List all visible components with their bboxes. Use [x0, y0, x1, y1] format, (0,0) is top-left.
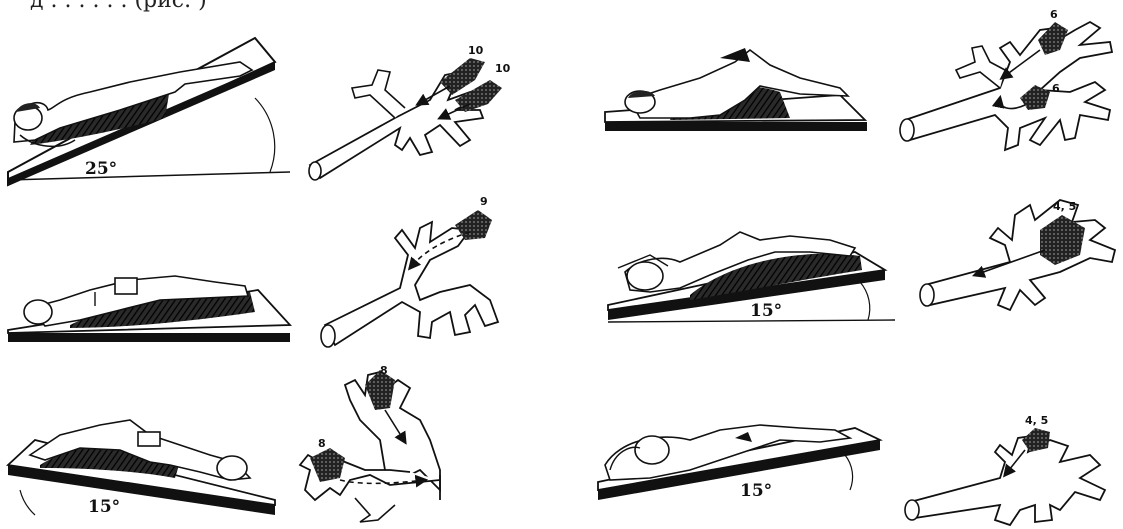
angle-arc [860, 282, 870, 320]
segment-label-a: 6 [1050, 8, 1058, 21]
angle-arc [845, 455, 853, 490]
segment-label-b: 8 [318, 437, 326, 450]
bronchial-tree: 6 6 [900, 8, 1112, 150]
patient-figure [14, 62, 252, 146]
segment-label-b: 6 [1052, 82, 1060, 95]
segment-label: 4, 5 [1053, 200, 1076, 213]
bronchial-tree: 9 [321, 195, 498, 347]
angle-label: 25° [85, 159, 117, 179]
panel-3-position: 9 [8, 195, 498, 347]
bronchial-tree: 10 10 [309, 44, 511, 180]
segment-label: 4, 5 [1025, 414, 1048, 427]
bronchial-tree: 4, 5 [905, 414, 1105, 525]
angle-label: 15° [750, 301, 782, 321]
panel-6-position: 15° 4, 5 [598, 414, 1105, 525]
panel-2-position: 6 6 [605, 8, 1112, 150]
segment-label: 9 [480, 195, 488, 208]
angle-arc [20, 490, 35, 515]
angle-arc [255, 98, 275, 172]
segment-label-b: 10 [495, 62, 511, 75]
angle-label: 15° [740, 481, 772, 501]
segment-label-a: 8 [380, 364, 388, 377]
panel-4-position: 15° 4, 5 [608, 200, 1115, 322]
floor-line [8, 172, 290, 180]
panel-1-position: 25° 10 10 [8, 38, 511, 186]
bronchial-tree: 8 8 [300, 364, 440, 522]
bronchial-tree: 4, 5 [920, 200, 1115, 310]
patient-figure [618, 232, 862, 300]
segment-label-a: 10 [468, 44, 484, 57]
panel-5-position: 15° 8 8 [8, 364, 440, 522]
angle-label: 15° [88, 497, 120, 517]
